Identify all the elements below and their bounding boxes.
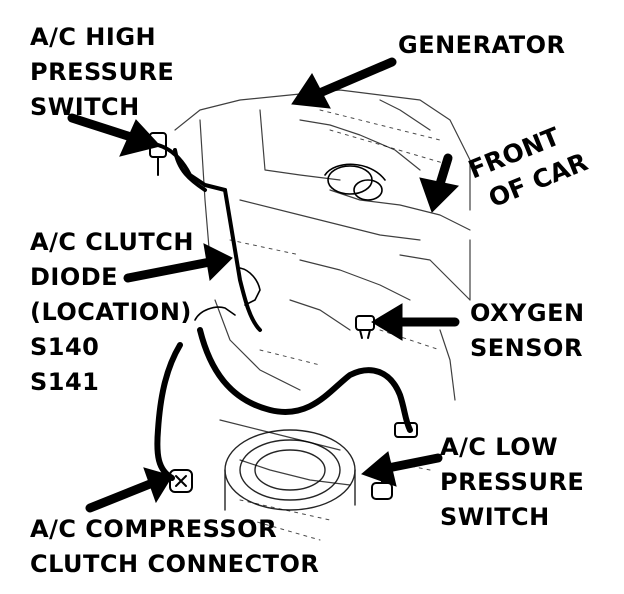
label-line: (LOCATION): [30, 298, 192, 326]
arrow-low-pressure-switch: [361, 451, 443, 487]
label-line: S140: [30, 333, 100, 361]
wiring-harness: [154, 327, 413, 481]
refrigerant-hoses: [156, 143, 262, 332]
label-ac-compressor-clutch-connector: A/C COMPRESSOR CLUTCH CONNECTOR: [30, 512, 319, 582]
arrow-high-pressure-switch: [67, 113, 161, 157]
label-ac-high-pressure-switch: A/C HIGH PRESSURE SWITCH: [30, 20, 174, 125]
arrow-generator: [291, 57, 397, 109]
label-line: CLUTCH CONNECTOR: [30, 550, 320, 578]
label-generator: GENERATOR: [398, 28, 566, 63]
label-line: SENSOR: [470, 334, 583, 362]
label-line: A/C CLUTCH: [30, 228, 194, 256]
wiring-harness-outline: [194, 267, 261, 321]
oxygen-sensor-body: [355, 315, 375, 339]
generator-shape: [324, 163, 386, 201]
label-line: OXYGEN: [470, 299, 585, 327]
label-line: PRESSURE: [440, 468, 585, 496]
label-line: S141: [30, 368, 100, 396]
label-line: A/C COMPRESSOR: [30, 515, 278, 543]
label-line: DIODE: [30, 263, 119, 291]
arrow-compressor-connector: [85, 467, 173, 513]
compressor-connector-body: [169, 469, 193, 493]
label-line: SWITCH: [30, 93, 140, 121]
arrow-oxygen-sensor: [371, 303, 460, 341]
label-line: SWITCH: [440, 503, 550, 531]
arrow-clutch-diode: [123, 243, 233, 283]
engine-block-outline: [174, 89, 471, 486]
arrow-front-of-car: [419, 153, 460, 213]
label-ac-clutch-diode: A/C CLUTCH DIODE (LOCATION) S140 S141: [30, 225, 194, 400]
label-ac-low-pressure-switch: A/C LOW PRESSURE SWITCH: [440, 430, 584, 535]
compressor-pulley: [224, 429, 356, 511]
label-line: A/C HIGH: [30, 23, 157, 51]
label-line: PRESSURE: [30, 58, 175, 86]
label-oxygen-sensor: OXYGEN SENSOR: [470, 296, 585, 366]
label-line: GENERATOR: [398, 31, 566, 59]
label-line: A/C LOW: [440, 433, 559, 461]
